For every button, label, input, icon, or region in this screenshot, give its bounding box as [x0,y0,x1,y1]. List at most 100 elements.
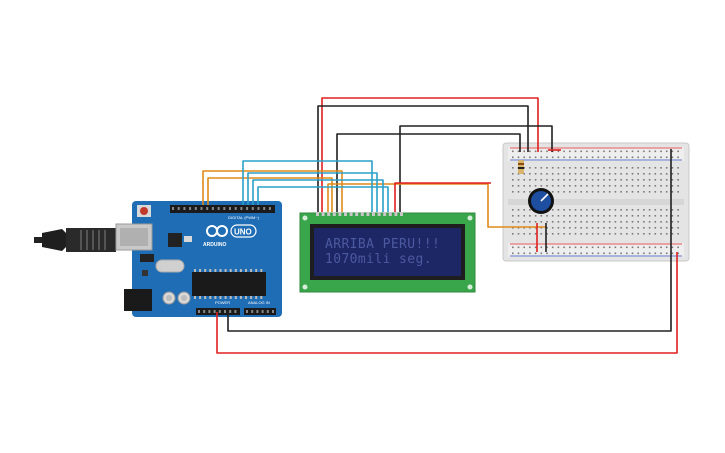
breadboard-hole [671,156,674,159]
breadboard-hole [523,179,525,181]
breadboard-hole [557,167,560,169]
chip-pin [204,269,207,272]
breadboard-hole [631,191,634,193]
wire-orange-d12[interactable] [202,170,343,212]
breadboard-hole [517,150,520,153]
breadboard-hole [569,173,571,175]
breadboard-hole [540,221,543,223]
breadboard-hole [529,185,531,187]
breadboard-hole [512,150,514,153]
breadboard-hole [557,221,560,223]
breadboard-hole [546,252,548,255]
wire-black-backlight[interactable] [399,125,553,212]
wire-orange-d11[interactable] [207,177,333,212]
breadboard-hole [665,233,668,235]
breadboard-hole [620,167,622,169]
digital-pin [251,207,254,210]
power-pin [208,310,211,313]
lcd-pin [383,212,387,216]
breadboard-hole [529,173,531,175]
breadboard-hole [563,252,565,255]
breadboard-hole [512,215,514,217]
breadboard-hole [626,246,628,249]
breadboard-hole [631,150,634,153]
breadboard-hole [631,209,634,211]
breadboard-hole [512,173,514,175]
breadboard-hole [563,233,565,235]
breadboard-hole [546,185,548,187]
breadboard-hole [591,156,594,159]
breadboard-hole [580,185,582,187]
wire-red-5v-lcd[interactable] [321,97,539,212]
breadboard-hole [512,185,514,187]
chip-pin [239,296,242,299]
breadboard-hole [557,246,560,249]
breadboard-hole [517,215,520,217]
breadboard-hole [654,191,657,193]
breadboard-hole [591,252,594,255]
breadboard-hole [591,221,594,223]
wire-orange-pot[interactable] [327,183,546,228]
breadboard-hole [574,179,577,181]
breadboard-hole [540,173,543,175]
breadboard-hole [643,150,645,153]
breadboard-hole [671,191,674,193]
lcd-16x2[interactable]: ARRIBA PERU!!! 1070mili seg. [299,212,476,293]
wire-red-backlight[interactable] [394,182,491,212]
breadboard-hole [603,233,605,235]
wires [202,97,678,354]
breadboard-hole [534,156,537,159]
wire-red-5v-bottom[interactable] [216,252,678,354]
arduino-model-label: UNO [234,228,252,237]
breadboard-hole [523,191,525,193]
breadboard-hole [540,185,543,187]
breadboard-hole [563,209,565,211]
breadboard-hole [574,252,577,255]
breadboard-hole [654,233,657,235]
wire-black-gnd-lcd[interactable] [317,105,529,212]
breadboard-hole [580,215,582,217]
breadboard-hole [637,179,639,181]
breadboard-hole [563,185,565,187]
breadboard-hole [608,221,611,223]
breadboard[interactable] [502,142,690,262]
breadboard-hole [529,156,531,159]
power-header-label: POWER [215,300,230,305]
breadboard-hole [614,156,617,159]
digital-pin [240,207,243,210]
wire-blue-d3[interactable] [252,179,384,212]
breadboard-hole [643,156,645,159]
breadboard-hole [603,227,605,229]
breadboard-hole [637,215,639,217]
breadboard-hole [603,191,605,193]
breadboard-hole [643,221,645,223]
chip-pin [239,269,242,272]
wire-black-gnd-bottom[interactable] [227,149,672,332]
breadboard-hole [620,221,622,223]
breadboard-hole [626,150,628,153]
breadboard-hole [660,246,662,249]
breadboard-hole [591,191,594,193]
breadboard-hole [563,246,565,249]
breadboard-hole [574,209,577,211]
breadboard-hole [665,246,668,249]
breadboard-hole [580,227,582,229]
resistor[interactable] [518,160,524,174]
arduino-uno-board[interactable]: ARDUINO UNO DIGITAL (PWM~) POWER ANALOG … [34,201,282,317]
digital-pin [246,207,249,210]
wire-blue-d2[interactable] [257,186,389,212]
potentiometer[interactable] [528,188,554,214]
lcd-pin [344,212,347,216]
chip-pin [199,269,202,272]
breadboard-hole [597,221,600,223]
breadboard-hole [648,156,651,159]
breadboard-hole [546,150,548,153]
breadboard-hole [631,221,634,223]
breadboard-hole [512,191,514,193]
breadboard-hole [591,227,594,229]
wire-blue-d4[interactable] [247,172,378,212]
breadboard-hole [643,233,645,235]
lcd-pin [400,212,403,216]
breadboard-hole [551,227,554,229]
breadboard-hole [534,150,537,153]
